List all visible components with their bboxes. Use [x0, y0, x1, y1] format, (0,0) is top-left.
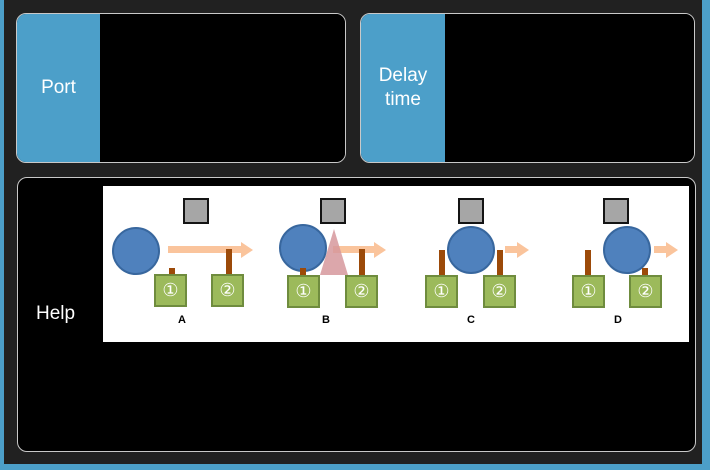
window-frame-left: [0, 0, 4, 470]
option-a-sensor-1-box: ①: [154, 274, 187, 307]
option-b-stick-2: [359, 249, 365, 275]
port-label-text: Port: [41, 77, 76, 99]
port-panel: Port: [16, 13, 346, 163]
option-d-arrow-head-icon: [666, 242, 678, 258]
option-a-blue-circle: [112, 227, 160, 275]
help-diagram-area: ① ② A ① ② B ① ② C: [103, 186, 689, 342]
option-b-pink-beam-triangle: [320, 229, 348, 275]
option-a-label: A: [178, 314, 186, 326]
option-a-stick-2: [226, 249, 232, 275]
window-frame-bottom: [0, 464, 710, 470]
help-panel: Help ① ② A ① ② B: [17, 177, 696, 452]
option-b-arrow-head-icon: [374, 242, 386, 258]
option-b-gray-square: [320, 198, 346, 224]
option-a-sensor-2-number: ②: [219, 280, 236, 300]
option-c-arrow-head-icon: [517, 242, 529, 258]
option-b-label: B: [322, 314, 330, 326]
option-d-arrow-body: [654, 246, 666, 253]
option-b-sensor-2-number: ②: [353, 281, 370, 301]
option-d-stick-1: [585, 250, 591, 275]
option-a-arrow-body: [168, 246, 241, 253]
option-d-sensor-2-number: ②: [637, 281, 654, 301]
window-frame-right: [702, 0, 710, 470]
option-c-stick-1: [439, 250, 445, 275]
option-c-gray-square: [458, 198, 484, 224]
port-value-area[interactable]: [100, 14, 345, 162]
option-b-sensor-1-box: ①: [287, 275, 320, 308]
option-c-blue-circle: [447, 226, 495, 274]
option-a-sensor-1-number: ①: [162, 280, 179, 300]
option-d-blue-circle: [603, 226, 651, 274]
option-a-arrow-head-icon: [241, 242, 253, 258]
port-label: Port: [17, 14, 100, 162]
option-c-sensor-1-number: ①: [433, 281, 450, 301]
option-d-stick-2: [642, 268, 648, 275]
option-b-stick-1: [300, 268, 306, 275]
option-b-sensor-2-box: ②: [345, 275, 378, 308]
delay-time-label-text: Delay time: [378, 65, 428, 110]
option-b-sensor-1-number: ①: [295, 281, 312, 301]
option-d-label: D: [614, 314, 622, 326]
option-d-sensor-2-box: ②: [629, 275, 662, 308]
option-d-gray-square: [603, 198, 629, 224]
delay-time-value-area[interactable]: [445, 14, 694, 162]
option-a-gray-square: [183, 198, 209, 224]
option-b-arrow-body: [333, 246, 374, 253]
option-c-sensor-1-box: ①: [425, 275, 458, 308]
help-label: Help: [36, 303, 76, 324]
option-d-sensor-1-box: ①: [572, 275, 605, 308]
option-c-arrow-body: [505, 246, 517, 253]
option-c-sensor-2-box: ②: [483, 275, 516, 308]
option-c-stick-2: [497, 250, 503, 275]
option-c-sensor-2-number: ②: [491, 281, 508, 301]
delay-time-panel: Delay time: [360, 13, 695, 163]
option-c-label: C: [467, 314, 475, 326]
delay-time-label: Delay time: [361, 14, 445, 162]
option-a-stick-1: [169, 268, 175, 275]
option-d-sensor-1-number: ①: [580, 281, 597, 301]
option-a-sensor-2-box: ②: [211, 274, 244, 307]
